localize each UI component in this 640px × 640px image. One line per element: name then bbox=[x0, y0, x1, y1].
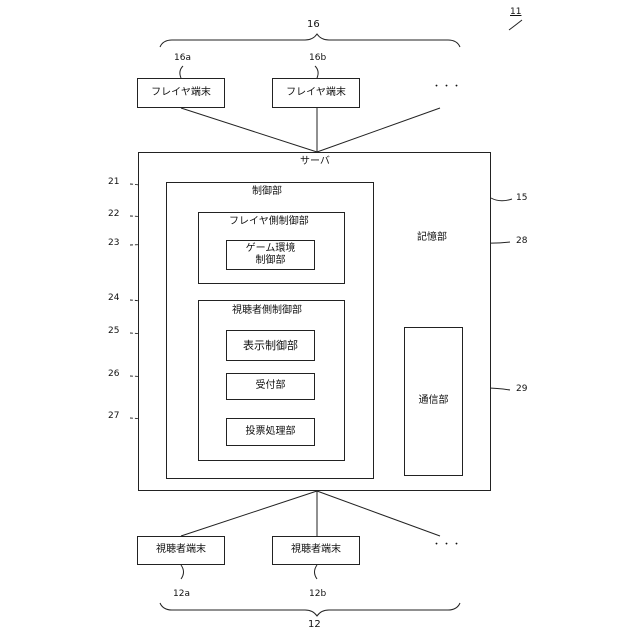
ref-12b-leader bbox=[315, 565, 318, 579]
voting-box: 投票処理部 bbox=[226, 418, 315, 446]
ref-11-leader bbox=[509, 20, 522, 30]
viewer-a-ref: 12a bbox=[173, 589, 190, 599]
player-a-ref: 16a bbox=[174, 53, 191, 63]
control-unit-ref: 21 bbox=[108, 177, 119, 187]
viewer-terminal-a: 視聴者端末 bbox=[137, 536, 225, 565]
viewer-group-ref: 12 bbox=[308, 619, 321, 630]
storage-ref: 28 bbox=[516, 236, 527, 246]
display-control-ref: 25 bbox=[108, 326, 119, 336]
viewer-more-link bbox=[317, 491, 440, 536]
player-more-link bbox=[317, 108, 440, 152]
player-group-ref: 16 bbox=[307, 19, 320, 30]
player-terminal-a: フレイヤ端末 bbox=[137, 78, 225, 108]
player-control-ref: 22 bbox=[108, 209, 119, 219]
server-ref: 15 bbox=[516, 193, 527, 203]
ref-16b-leader bbox=[315, 66, 318, 78]
display-control-box: 表示制御部 bbox=[226, 330, 315, 361]
player-a-link bbox=[181, 108, 317, 152]
server-title: サーバ bbox=[300, 156, 330, 169]
viewer-control-ref: 24 bbox=[108, 293, 119, 303]
game-env-ref: 23 bbox=[108, 238, 119, 248]
storage-title: 記憶部 bbox=[417, 232, 447, 245]
viewer-terminal-ellipsis: ・・・ bbox=[432, 540, 462, 551]
control-unit-title: 制御部 bbox=[252, 186, 282, 199]
ref-16a-leader bbox=[180, 66, 183, 78]
game-env-line1: ゲーム環境 bbox=[246, 243, 296, 256]
communication-ref: 29 bbox=[516, 384, 527, 394]
game-env-line2: 制御部 bbox=[256, 255, 286, 268]
ref-12a-leader bbox=[181, 565, 184, 579]
viewer-group-brace bbox=[160, 603, 460, 616]
player-terminal-b: フレイヤ端末 bbox=[272, 78, 360, 108]
game-env-box: ゲーム環境 制御部 bbox=[226, 240, 315, 270]
viewer-a-link bbox=[181, 491, 317, 536]
player-group-brace bbox=[160, 34, 460, 47]
viewer-b-ref: 12b bbox=[309, 589, 326, 599]
reception-box: 受付部 bbox=[226, 373, 315, 400]
viewer-terminal-b: 視聴者端末 bbox=[272, 536, 360, 565]
communication-box: 通信部 bbox=[404, 327, 463, 476]
player-b-ref: 16b bbox=[309, 53, 326, 63]
player-control-title: フレイヤ側制御部 bbox=[229, 216, 309, 229]
voting-ref: 27 bbox=[108, 411, 119, 421]
reception-ref: 26 bbox=[108, 369, 119, 379]
viewer-control-title: 視聴者側制御部 bbox=[232, 305, 302, 318]
ref-15-leader bbox=[491, 198, 512, 201]
player-terminal-ellipsis: ・・・ bbox=[432, 82, 462, 93]
figure-number: 11 bbox=[510, 7, 521, 17]
